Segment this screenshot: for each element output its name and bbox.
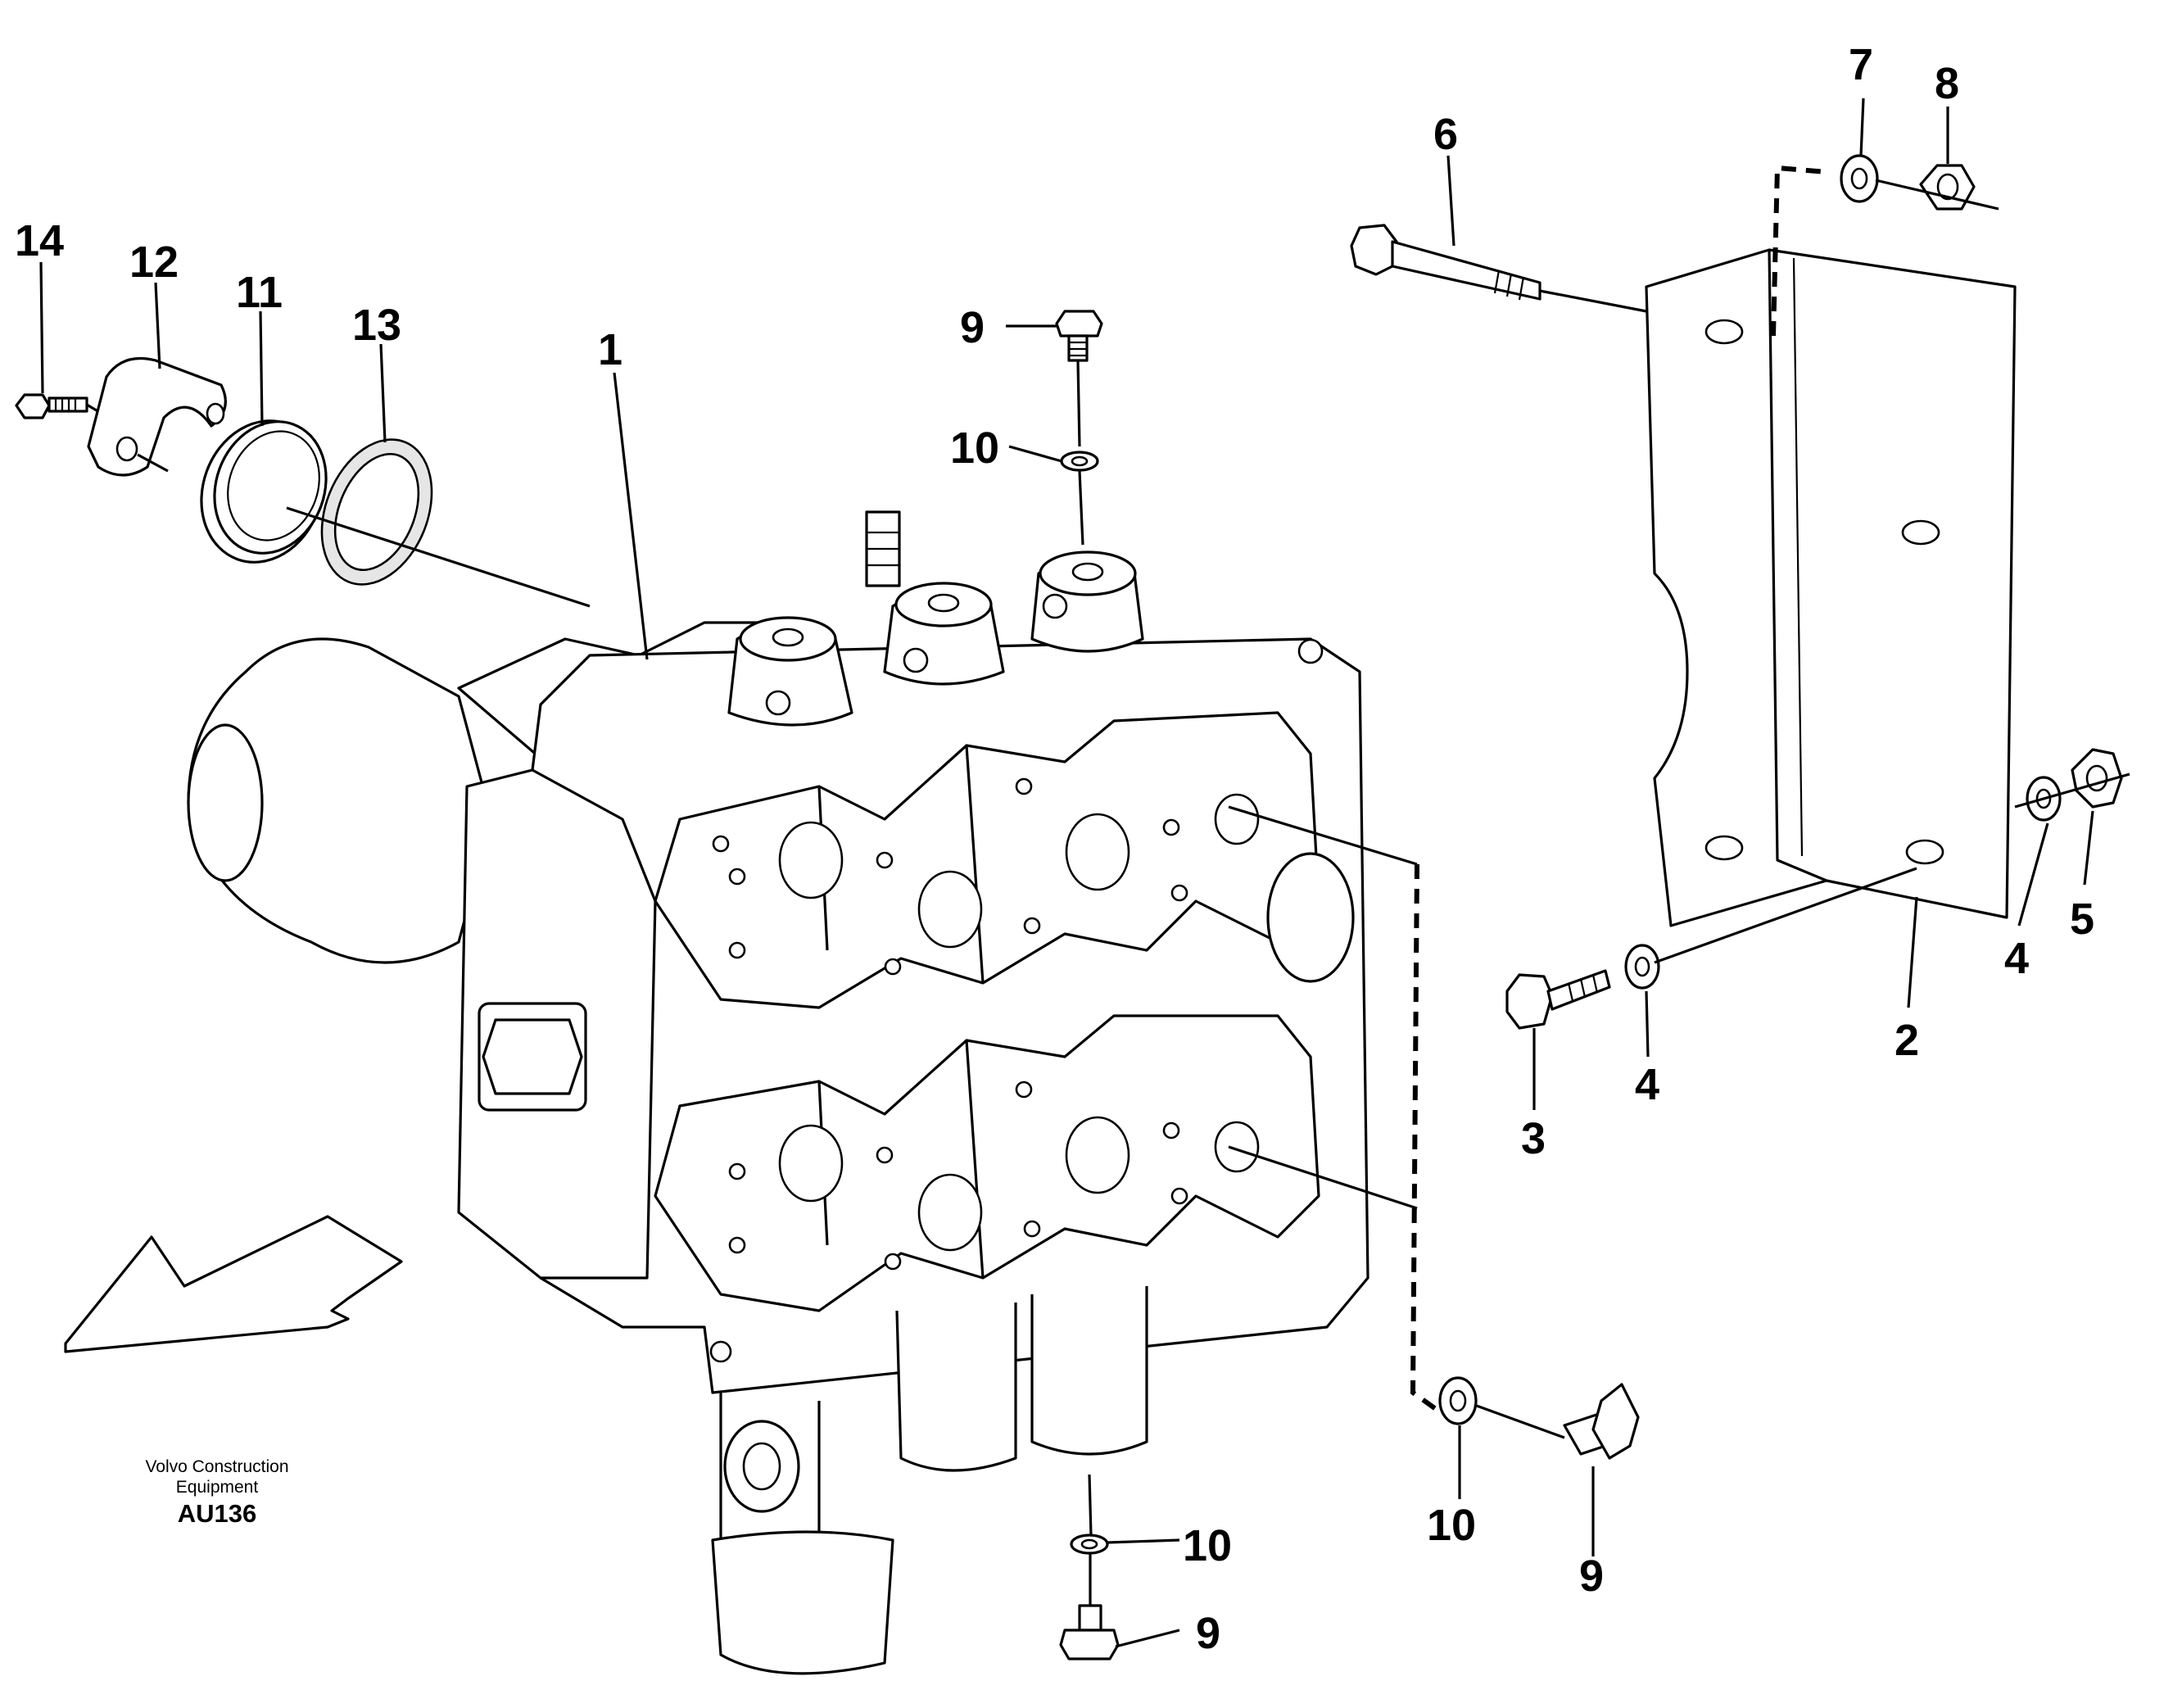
callout-4-rear: 4 <box>2004 934 2029 983</box>
part-9-bolt-bottom <box>1059 1604 1120 1660</box>
callout-14: 14 <box>15 216 64 265</box>
diagram-caption: Volvo Construction Equipment AU136 <box>145 1457 288 1528</box>
part-12-clamp <box>87 356 227 477</box>
part-13-gasket <box>320 438 433 586</box>
assembly-line-seal <box>286 506 591 608</box>
callout-9-top: 9 <box>960 303 985 352</box>
assembly-line-top <box>1771 165 1827 337</box>
callout-6: 6 <box>1433 110 1458 159</box>
callout-9-bottom: 9 <box>1196 1609 1220 1658</box>
leader-lines <box>39 97 2094 1648</box>
callout-3: 3 <box>1521 1114 1546 1163</box>
part-10-washer-right <box>1438 1376 1478 1425</box>
callout-1: 1 <box>598 325 622 374</box>
callout-2: 2 <box>1895 1016 1919 1065</box>
caption-company-line2: Equipment <box>176 1478 259 1497</box>
callout-9-right: 9 <box>1579 1552 1604 1601</box>
callout-13: 13 <box>352 301 401 350</box>
assembly-line-bottom <box>1088 1474 1093 1537</box>
callout-12: 12 <box>129 238 179 287</box>
direction-arrow-icon <box>64 1215 403 1353</box>
assembly-line-dashed-right <box>1410 863 1443 1416</box>
part-3-bolt <box>1505 969 1611 1030</box>
assembly-line-washer-top <box>1078 470 1084 546</box>
assembly-line-nut <box>1875 179 1999 211</box>
part-10-washer-top <box>1060 451 1099 472</box>
assembly-line-bolt-9-right <box>1474 1403 1565 1439</box>
part-5-nut <box>2071 748 2123 809</box>
part-1-control-valve <box>187 510 1369 1675</box>
part-2-bracket <box>1645 248 2017 927</box>
callout-4-front: 4 <box>1635 1060 1659 1109</box>
part-9-bolt-top <box>1055 310 1103 362</box>
callout-8: 8 <box>1935 59 1959 108</box>
caption-company-line1: Volvo Construction <box>145 1457 288 1476</box>
callout-7: 7 <box>1849 40 1873 89</box>
assembly-line-bolt-9-top <box>1076 360 1081 447</box>
flange-bolt-holes <box>709 638 1324 1363</box>
part-10-washer-bottom <box>1070 1534 1109 1555</box>
callout-10-right: 10 <box>1427 1501 1476 1550</box>
assembly-line-upper-port <box>1228 805 1418 866</box>
callout-11: 11 <box>236 268 283 317</box>
part-9-bolt-right <box>1563 1383 1640 1460</box>
part-8-nut <box>1919 164 1976 211</box>
callout-5: 5 <box>2070 895 2094 944</box>
part-14-bolt <box>15 393 124 428</box>
caption-figure-code: AU136 <box>178 1499 257 1528</box>
callout-10-bottom: 10 <box>1183 1521 1232 1570</box>
part-4-washer-front <box>1624 944 1660 990</box>
callout-10-top: 10 <box>950 424 999 473</box>
assembly-line-lower-port <box>1228 1145 1418 1210</box>
part-6-bolt <box>1350 224 1647 313</box>
part-7-washer <box>1840 154 1879 203</box>
part-11-seal <box>200 419 328 564</box>
assembly-line-bracket-bottom <box>1654 867 1917 964</box>
assembly-line-nut-rear <box>2014 772 2130 809</box>
